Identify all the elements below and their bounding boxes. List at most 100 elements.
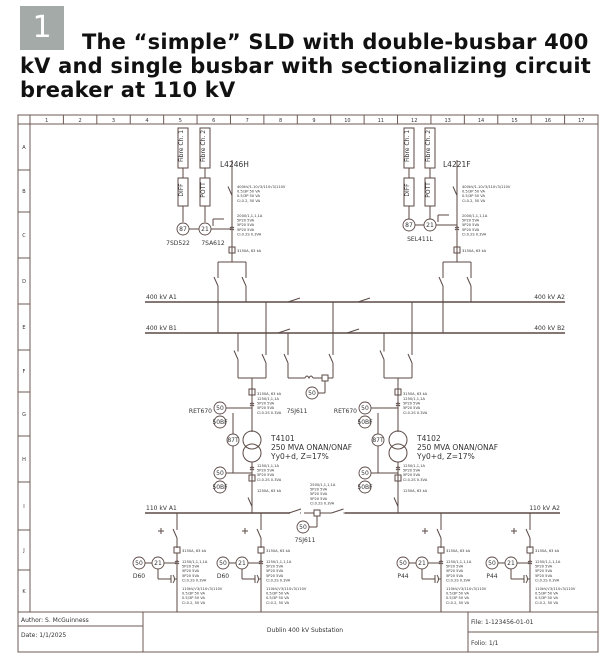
ct-rating: 5P20 5VA [446, 574, 464, 578]
ct-rating: 2500/1,1,1,1A [310, 483, 336, 487]
ct-rating: 5P20 5VA [310, 497, 328, 501]
fibre-channel-2-label: Fibre Ch. 2 [200, 130, 207, 162]
relay-50-label: 50 [488, 560, 496, 567]
vt-rating: Cl.0.2, 50 VA [535, 601, 559, 605]
lv-disconnector [247, 497, 253, 507]
relay-name: P44 [486, 573, 497, 580]
relay-21-label: 21 [507, 560, 515, 567]
vt-rating: 110kV/√3/110√3/110V [535, 587, 576, 591]
ct-rating: 1250/1,1,1A [257, 464, 280, 468]
pott-scheme-label: POTT [425, 182, 432, 198]
vt-rating: Cl.0.2, 50 VA [237, 199, 261, 203]
busbar-label-110-a2: 110 kV A2 [529, 505, 560, 512]
ct-rating: 5P20 5VA [182, 569, 200, 573]
transformer-winding-icon [388, 430, 408, 450]
transformer-rating: 250 MVA ONAN/ONAF [417, 443, 498, 452]
ct-rating: 1250/1,1,1A [257, 397, 280, 401]
ct-rating: Cl.0.2S 0.3VA [257, 411, 282, 415]
folio-number: Folio: 1/1 [471, 640, 499, 647]
relay-name: RET670 [189, 408, 212, 415]
relay-50bf-label: 50BF [357, 419, 373, 426]
bus-section-disconnector [357, 297, 371, 303]
relay-87-label: 87 [179, 226, 187, 233]
bus-selector-disconnector [261, 353, 267, 364]
ct-rating: Cl.0.2S 0.3VA [182, 578, 207, 582]
cb-rating: 1250A, 63 kA [403, 489, 428, 493]
coupler-ct-icon [304, 375, 314, 380]
busbar-label-b2: 400 kV B2 [534, 325, 565, 332]
ct-rating: Cl.0.2S 0.3VA [462, 232, 487, 236]
ct-rating: 5P20 5VA [182, 574, 200, 578]
relay-name: P44 [397, 573, 408, 580]
cb-rating: 3150A, 63 kA [462, 249, 487, 253]
feeder-disconnector [525, 528, 531, 539]
earth-switch-icon [158, 528, 164, 534]
feeder-disconnector [256, 528, 262, 539]
ct-rating: 1250/1,1,1,1A [535, 560, 561, 564]
vt-secondary-icon [523, 574, 528, 584]
ct-rating: Cl.0.2S 0.3VA [403, 478, 428, 482]
grid-row-label: I [23, 504, 24, 510]
relay-50-label: 50 [216, 405, 224, 412]
ct-rating: 5P20 5VA [535, 565, 553, 569]
ct-rating: 5P20 5VA [266, 574, 284, 578]
vt-rating: 0.5/3P 50 VA [446, 592, 469, 596]
ct-rating: 5P20 5VA [403, 406, 421, 410]
busbar-label-a1: 400 kV A1 [146, 294, 177, 301]
vt-rating: 0.5/3P 50 VA [237, 194, 260, 198]
relay-87t-label: 87T [372, 437, 384, 444]
transformer-vector: Yy0+d, Z=17% [416, 452, 475, 461]
current-transformer-icon [249, 402, 255, 407]
cb-rating: 1250A, 63 kA [257, 489, 282, 493]
cb-rating: 3150A, 63 kA [257, 392, 282, 396]
transformer-rating: 250 MVA ONAN/ONAF [271, 443, 352, 452]
vt-rating: 0.5/3P 50 VA [266, 596, 289, 600]
bus-section-disconnector [346, 328, 360, 334]
grid-column-label: 8 [279, 118, 282, 124]
ct-rating: 2000/1,1,1,1A [237, 214, 263, 218]
vt-rating: 0.5/3P 50 VA [182, 596, 205, 600]
line-disconnector [452, 186, 458, 196]
ct-rating: 5P20 5VA [237, 223, 255, 227]
ct-rating: 5P20 5VA [182, 565, 200, 569]
vt-rating: 110kV/√3/110√3/110V [446, 587, 487, 591]
relay-50-label: 50 [216, 470, 224, 477]
grid-row-label: F [23, 369, 26, 375]
author-text: Author: S. McGuinness [21, 617, 89, 624]
ct-rating: 5P20 5VA [237, 228, 255, 232]
relay-50bf [358, 415, 372, 429]
line-name: L4221F [443, 160, 471, 169]
bus-section-breaker [313, 509, 321, 517]
relay-21-label: 21 [418, 560, 426, 567]
earth-switch-icon [422, 528, 428, 534]
hv-circuit-breaker [394, 388, 402, 396]
fibre-channel-2-label: Fibre Ch. 2 [425, 130, 432, 162]
relay-name: SEL411L [407, 236, 433, 243]
bus-selector-disconnector [438, 276, 444, 287]
relay-21-label: 21 [238, 560, 246, 567]
ct-rating: 5P20 5VA [403, 473, 421, 477]
vt-rating: 0.5/3P 50 VA [535, 596, 558, 600]
vt-rating: 0.5/3P 50 VA [462, 190, 485, 194]
bus-selector-disconnector [241, 276, 247, 287]
vt-rating: Cl.0.2, 50 VA [446, 601, 470, 605]
ct-rating: 5P20 5VA [462, 219, 480, 223]
vt-rating: 0.5/3P 50 VA [182, 592, 205, 596]
vt-secondary-icon [170, 574, 175, 584]
feeder-disconnector [436, 528, 442, 539]
relay-21-label: 21 [154, 560, 162, 567]
ct-rating: 1250/1,1,1A [403, 397, 426, 401]
lv-circuit-breaker [394, 474, 402, 482]
grid-column-label: 9 [312, 118, 315, 124]
ct-rating: Cl.0.2S 0.3VA [257, 478, 282, 482]
relay-name: D60 [217, 573, 229, 580]
ct-rating: Cl.0.2S 0.3VA [310, 501, 335, 505]
bus-section-disconnector [277, 328, 291, 334]
bus-selector-disconnector [407, 353, 413, 364]
vt-rating: 400kV/1.10√3/110√3/110V [462, 185, 511, 189]
vt-rating: 0.5/3P 50 VA [237, 190, 260, 194]
relay-21-label: 21 [426, 222, 434, 229]
ct-rating: 5P20 5VA [403, 402, 421, 406]
grid-row-label: E [22, 325, 25, 331]
